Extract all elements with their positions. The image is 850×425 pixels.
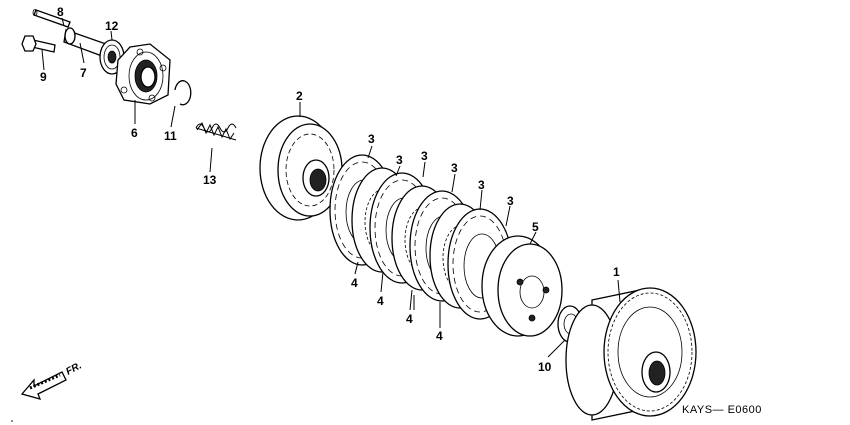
part-8-push-rod	[32, 9, 71, 28]
part-12-bearing	[99, 39, 125, 75]
callout-4-d: 4	[436, 329, 443, 343]
callout-12: 12	[105, 19, 119, 33]
callout-8: 8	[57, 5, 64, 19]
callout-3-e: 3	[478, 178, 485, 192]
callout-3-d: 3	[451, 161, 458, 175]
callout-10: 10	[538, 360, 552, 374]
callout-4-b: 4	[377, 294, 384, 308]
callout-11: 11	[164, 129, 177, 143]
diagram-code: KAYS— E0600	[682, 404, 762, 416]
part-6-lifter-plate	[115, 43, 171, 105]
corner-dot	[11, 420, 13, 422]
callout-4-a: 4	[351, 276, 358, 290]
part-11-snap-ring	[174, 80, 192, 106]
callout-13: 13	[203, 173, 217, 187]
callout-5: 5	[532, 220, 539, 234]
part-13-clutch-spring	[195, 121, 237, 141]
callout-7: 7	[80, 66, 87, 80]
leader-lines	[41, 17, 621, 358]
callout-3-c: 3	[421, 149, 428, 163]
front-direction-marker: FR.	[20, 360, 84, 400]
callout-4-c: 4	[406, 312, 413, 326]
front-marker-label: FR.	[64, 360, 83, 377]
callout-2: 2	[296, 89, 303, 103]
callout-6: 6	[131, 126, 138, 140]
callout-3-f: 3	[507, 194, 514, 208]
callout-labels: 8 12 7 9 6 11 13 2 3 3 3 3 3 3 4 4 4 4 4…	[40, 5, 620, 374]
callout-3-a: 3	[368, 132, 375, 146]
callout-3-b: 3	[396, 153, 403, 167]
callout-1: 1	[613, 265, 620, 279]
part-9-bolt	[21, 35, 56, 53]
part-5-clutch-plate-drum	[481, 235, 563, 337]
part-2-pressure-plate	[259, 115, 343, 221]
part-7-lifter-rod	[63, 27, 107, 57]
callout-9: 9	[40, 70, 47, 84]
part-1-clutch-outer	[565, 287, 697, 421]
